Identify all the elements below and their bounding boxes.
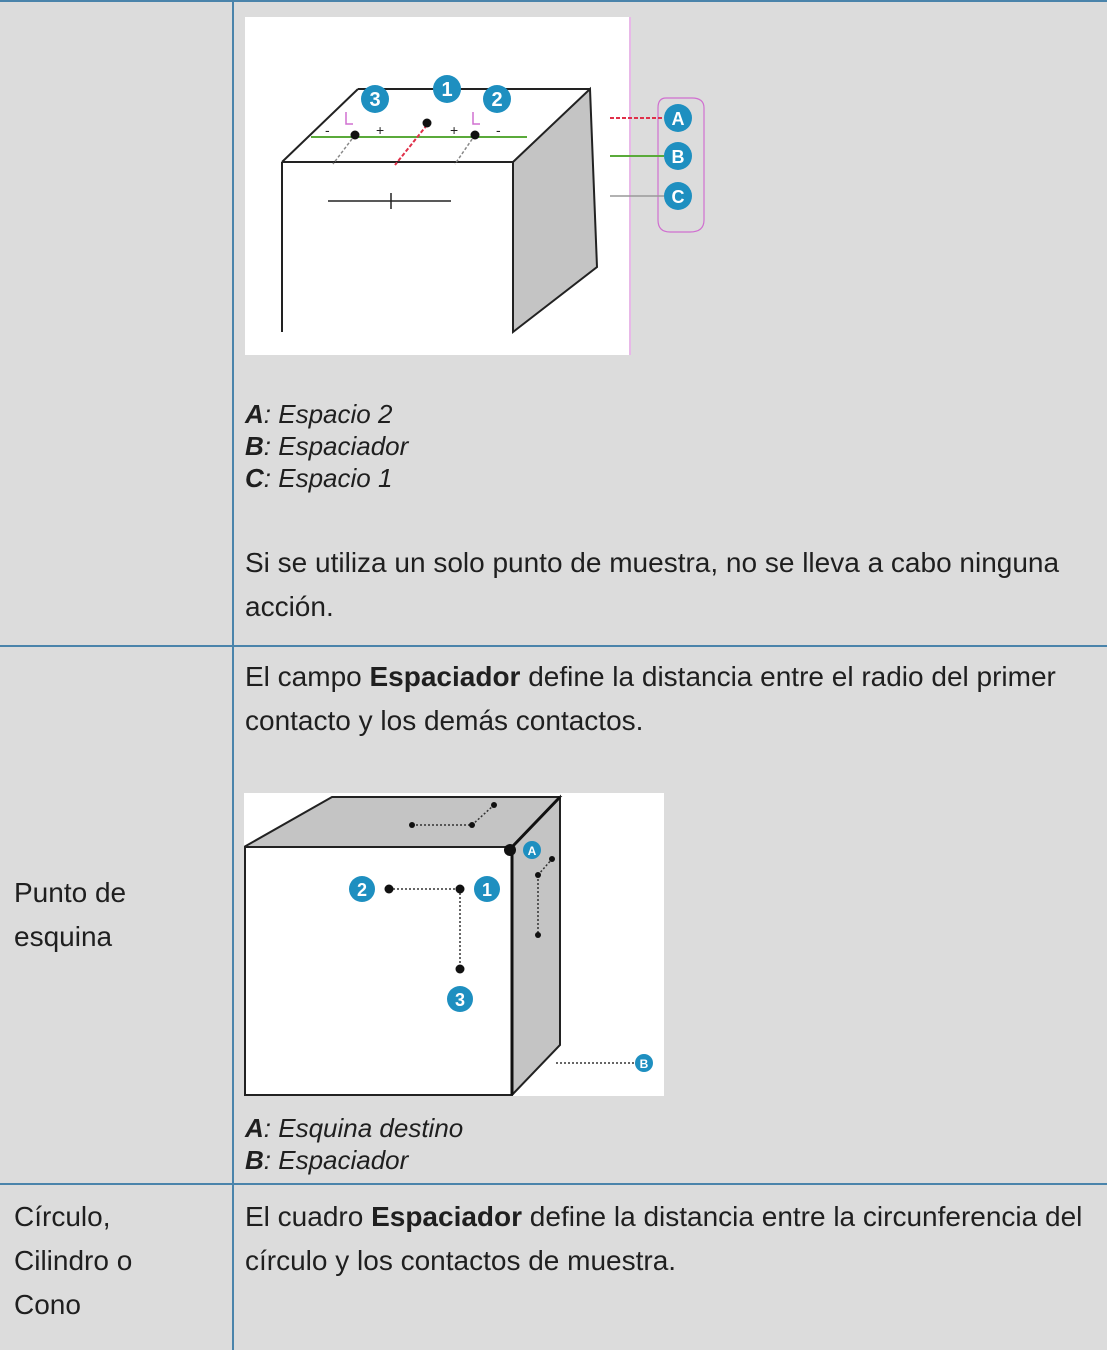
row1-paragraph: Si se utiliza un solo punto de muestra, …: [245, 547, 1060, 622]
sample-point-3: [455, 964, 465, 974]
callout-a-icon: [523, 841, 541, 859]
badge-3-icon: [361, 85, 389, 113]
legend-item: A: Esquina destino: [245, 1113, 464, 1143]
svg-text:A: A: [672, 109, 685, 129]
row3-label: Círculo, Cilindro o Cono: [14, 1201, 133, 1320]
minus-sign-icon: -: [325, 122, 330, 138]
legend-block: A: Espacio 2 B: Espaciador C: Espacio 1: [245, 398, 408, 494]
corner-point-diagram: 2 1 3 A B: [240, 794, 653, 1098]
row3-paragraph: El cuadro Espaciador define la distancia…: [245, 1201, 1083, 1276]
legend-block: A: Esquina destino B: Espaciador: [245, 1112, 463, 1176]
callout-b-icon: [664, 142, 692, 170]
svg-text:A: A: [528, 844, 537, 858]
callout-group: A B C: [610, 97, 705, 233]
badge-2-icon: [349, 876, 375, 902]
legend-item: B: Espaciador: [245, 1145, 409, 1175]
callout-b-icon: [635, 1054, 653, 1072]
plus-sign-icon: +: [450, 122, 458, 138]
row-divider: [0, 645, 1107, 647]
badge-2-label: 2: [491, 89, 502, 111]
badge-2-icon: [483, 85, 511, 113]
svg-text:1: 1: [482, 880, 492, 900]
legend-item: B: Espaciador: [245, 431, 409, 461]
sample-point-1: [422, 118, 432, 128]
sample-point-1: [455, 884, 465, 894]
callout-a-icon: [664, 104, 692, 132]
callout-c-icon: [664, 182, 692, 210]
row2-paragraph: El campo Espaciador define la distancia …: [245, 661, 1056, 736]
column-divider: [232, 0, 234, 1350]
svg-text:2: 2: [357, 880, 367, 900]
plane-sample-figure: - + + - 3 1 2: [245, 17, 631, 355]
badge-3-icon: [447, 986, 473, 1012]
minus-sign-icon: -: [496, 122, 501, 138]
svg-text:3: 3: [455, 990, 465, 1010]
svg-text:B: B: [672, 147, 685, 167]
corner-point-figure: 2 1 3 A B: [240, 793, 664, 1098]
plus-sign-icon: +: [376, 122, 384, 138]
legend-item: C: Espacio 1: [245, 463, 393, 493]
row-divider: [0, 1183, 1107, 1185]
svg-text:B: B: [640, 1057, 649, 1071]
legend-item: A: Espacio 2: [245, 399, 393, 429]
badge-1-icon: [433, 75, 461, 103]
badge-1-icon: [474, 876, 500, 902]
row-divider: [0, 0, 1107, 2]
sample-point-2: [384, 884, 394, 894]
svg-text:C: C: [672, 187, 685, 207]
badge-3-label: 3: [369, 89, 380, 111]
badge-1-label: 1: [441, 79, 452, 101]
sample-point-3: [350, 130, 360, 140]
plane-sample-diagram: - + + - 3 1 2: [281, 17, 631, 355]
sample-point-2: [470, 130, 480, 140]
row2-label: Punto de esquina: [14, 877, 127, 952]
